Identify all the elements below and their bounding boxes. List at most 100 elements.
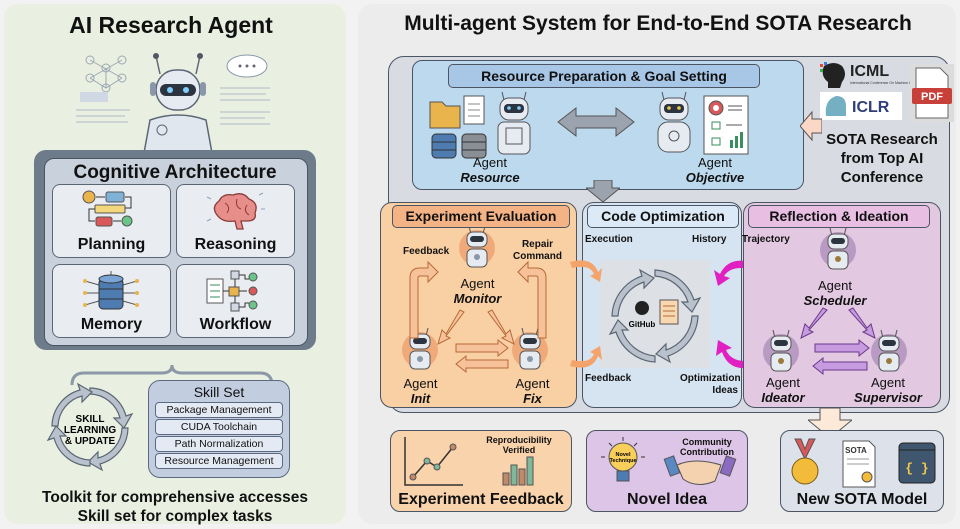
execution-arrow <box>570 260 602 282</box>
optimization-line: Optimization <box>680 373 741 384</box>
agent-init-label: Agent Init <box>388 376 453 406</box>
scheduler-to-ideator-arrow <box>800 307 828 339</box>
bar-chart-icon <box>502 456 534 486</box>
brace-connector <box>70 365 274 386</box>
agent-name: Supervisor <box>854 390 922 405</box>
pdf-badge: PDF <box>921 91 943 103</box>
agent-name: Objective <box>685 170 745 185</box>
code-window-icon: { } <box>898 442 936 484</box>
skill-item: Resource Management <box>155 453 283 469</box>
community-note: Community Contribution <box>667 437 747 457</box>
agent-scheduler-icon <box>819 228 857 270</box>
certificate-label: SOTA <box>845 446 867 455</box>
agent-init-icon <box>401 327 439 370</box>
svg-text:{ }: { } <box>905 461 928 476</box>
execution-label: Execution <box>585 234 633 245</box>
code-feedback-label: Feedback <box>585 373 632 384</box>
agent-prefix: Agent <box>698 155 732 170</box>
icml-logo-icon: ICML International Conference On Machine… <box>820 62 923 88</box>
sota-icons: SOTA { } <box>791 438 936 488</box>
feedback-label: Feedback <box>403 246 450 257</box>
experiment-feedback-title: Experiment Feedback <box>398 491 564 508</box>
conference-caption: SOTA Research from Top AI Conference <box>826 131 938 186</box>
new-sota-model-output: SOTA { } New SOTA Model <box>780 430 944 512</box>
icml-text: ICML <box>850 63 889 80</box>
agent-ideator-label: Agent Ideator <box>748 375 818 405</box>
experiment-feedback-output: Reproducibility Verified Experiment Feed… <box>390 430 572 512</box>
module-label: Reasoning <box>194 236 277 253</box>
novel-idea-title: Novel Idea <box>626 491 708 508</box>
robot-objective-icon <box>657 91 691 153</box>
skill-cycle-icon: SKILL LEARNING & UPDATE <box>46 382 134 472</box>
supervisor-to-ideator-arrow <box>812 356 868 376</box>
experiment-evaluation-graph <box>401 228 549 374</box>
handshake-icon <box>663 455 737 485</box>
optimization-ideas-label: Optimization Ideas <box>680 373 741 397</box>
ideator-to-supervisor-arrow <box>814 338 870 358</box>
icml-subtitle: International Conference On Machine Lear… <box>850 81 923 85</box>
brain-icon <box>206 192 265 230</box>
optimization-line: Ideas <box>712 385 738 396</box>
down-arrow-icon <box>586 180 620 202</box>
monitor-to-init-arrow <box>437 309 465 345</box>
flowchart-plan-icon <box>82 190 133 227</box>
agent-supervisor-icon <box>870 329 908 372</box>
feedback-arrow <box>409 260 439 339</box>
github-label: GitHub <box>629 320 656 329</box>
note-line: Contribution <box>680 447 734 457</box>
skill-set-panel: Skill Set Package Management CUDA Toolch… <box>148 380 290 478</box>
module-workflow: Workflow <box>176 264 295 338</box>
note-line: Verified <box>502 445 536 455</box>
reproducibility-note: Reproducibility Verified <box>479 435 559 455</box>
agent-prefix: Agent <box>473 155 507 170</box>
init-to-fix-arrow <box>455 338 509 358</box>
left-panel-title: AI Research Agent <box>69 12 273 38</box>
code-optimization-title: Code Optimization <box>587 205 739 228</box>
new-sota-title: New SOTA Model <box>796 491 928 508</box>
note-line: Reproducibility <box>486 435 552 445</box>
reflection-ideation-title: Reflection & Ideation <box>748 205 930 228</box>
agent-name: Resource <box>460 170 520 185</box>
resource-preparation-title: Resource Preparation & Goal Setting <box>448 64 760 88</box>
line-chart-icon <box>404 437 534 486</box>
cognitive-architecture-title: Cognitive Architecture <box>73 162 277 183</box>
module-memory: Memory <box>52 264 171 338</box>
folder-icon <box>429 101 461 129</box>
database-blue-icon <box>431 133 457 159</box>
agent-monitor-icon <box>458 228 496 268</box>
document-icon <box>463 95 485 125</box>
skill-cycle-line2: LEARNING <box>64 425 116 436</box>
left-panel-caption: Toolkit for comprehensive accesses Skill… <box>0 488 350 526</box>
robot-hero-icon <box>76 53 270 153</box>
agent-prefix: Agent <box>403 376 438 391</box>
repair-line: Command <box>513 251 562 262</box>
agent-ideator-icon <box>762 329 800 372</box>
agent-prefix: Agent <box>766 375 800 390</box>
pdf-file-icon: PDF <box>910 64 954 122</box>
code-optimization-cycle: GitHub <box>570 260 756 369</box>
agent-resource-label: Agent Resource <box>450 155 530 185</box>
agent-prefix: Agent <box>871 375 905 390</box>
right-panel-title: Multi-agent System for End-to-End SOTA R… <box>404 12 912 35</box>
caption-line: Toolkit for comprehensive accesses <box>42 489 308 506</box>
note-line: Community <box>682 437 732 447</box>
experiment-evaluation-title: Experiment Evaluation <box>392 205 570 228</box>
iclr-text: ICLR <box>852 99 890 116</box>
history-label: History <box>692 234 727 245</box>
agent-name: Ideator <box>761 390 805 405</box>
monitor-to-fix-arrow <box>487 309 515 345</box>
resource-stage-icons <box>429 91 749 159</box>
skill-cycle-line3: & UPDATE <box>65 436 116 447</box>
repair-command-label: Repair Command <box>510 239 565 263</box>
goal-checklist-icon <box>703 95 749 155</box>
cycle-arrows-icon <box>608 268 702 364</box>
medal-icon <box>791 438 819 485</box>
skill-item: Path Normalization <box>155 436 283 452</box>
caption-line: Skill set for complex tasks <box>77 508 273 525</box>
iclr-logo-icon: ICLR <box>820 92 902 120</box>
conference-logos: ICML International Conference On Machine… <box>820 62 954 122</box>
agent-fix-label: Agent Fix <box>500 376 565 406</box>
workflow-icon <box>206 270 258 312</box>
module-reasoning: Reasoning <box>176 184 295 258</box>
scheduler-to-supervisor-arrow <box>848 307 876 339</box>
